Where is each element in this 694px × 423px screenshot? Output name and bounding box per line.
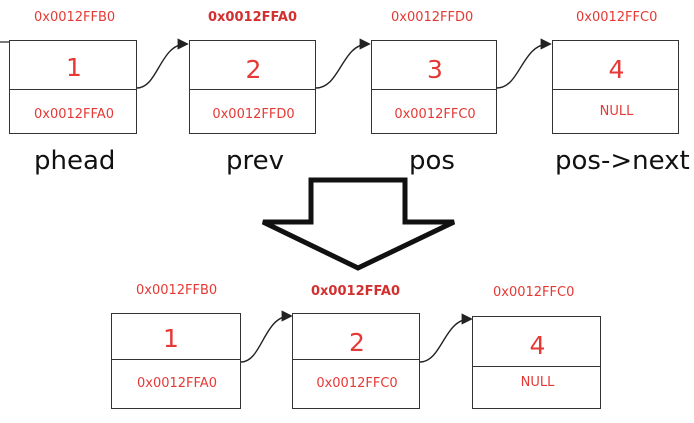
list-node: 4 NULL xyxy=(552,40,679,134)
list-node: 1 0x0012FFA0 xyxy=(9,40,137,134)
list-node: 2 0x0012FFC0 xyxy=(292,313,420,409)
node-value: 3 xyxy=(427,55,443,84)
link-arrow xyxy=(496,38,552,89)
pointer-label-pos-next: pos->next xyxy=(555,146,690,176)
node-address: 0x0012FFB0 xyxy=(136,283,218,298)
node-value: 4 xyxy=(608,55,625,84)
node-next: 0x0012FFD0 xyxy=(212,107,295,122)
node-next: NULL xyxy=(520,375,555,390)
list-node: 4 NULL xyxy=(472,316,601,409)
node-next: 0x0012FFA0 xyxy=(137,376,217,391)
node-address: 0x0012FFB0 xyxy=(34,10,116,25)
node-value: 1 xyxy=(163,324,179,353)
node-address: 0x0012FFA0 xyxy=(208,10,297,25)
pointer-label-prev: prev xyxy=(226,146,285,176)
node-next: 0x0012FFA0 xyxy=(34,107,114,122)
node-value: 4 xyxy=(529,331,546,360)
node-next: 0x0012FFC0 xyxy=(394,107,476,122)
node-value: 2 xyxy=(245,55,262,84)
link-arrow xyxy=(136,38,189,89)
node-address: 0x0012FFA0 xyxy=(311,284,400,299)
list-node: 1 0x0012FFA0 xyxy=(111,313,241,409)
list-node: 2 0x0012FFD0 xyxy=(189,40,316,134)
node-address: 0x0012FFC0 xyxy=(576,10,658,25)
node-address: 0x0012FFC0 xyxy=(493,285,575,300)
link-arrow xyxy=(240,310,293,363)
pointer-label-pos: pos xyxy=(409,146,455,176)
node-address: 0x0012FFD0 xyxy=(391,10,474,25)
node-next: 0x0012FFC0 xyxy=(316,376,398,391)
node-value: 1 xyxy=(66,53,82,82)
list-node: 3 0x0012FFC0 xyxy=(371,40,497,134)
transform-arrow xyxy=(261,177,456,271)
node-value: 2 xyxy=(349,328,365,357)
node-next: NULL xyxy=(599,104,634,119)
link-arrow xyxy=(315,38,371,89)
pointer-label-phead: phead xyxy=(34,146,116,176)
link-arrow xyxy=(419,313,473,363)
